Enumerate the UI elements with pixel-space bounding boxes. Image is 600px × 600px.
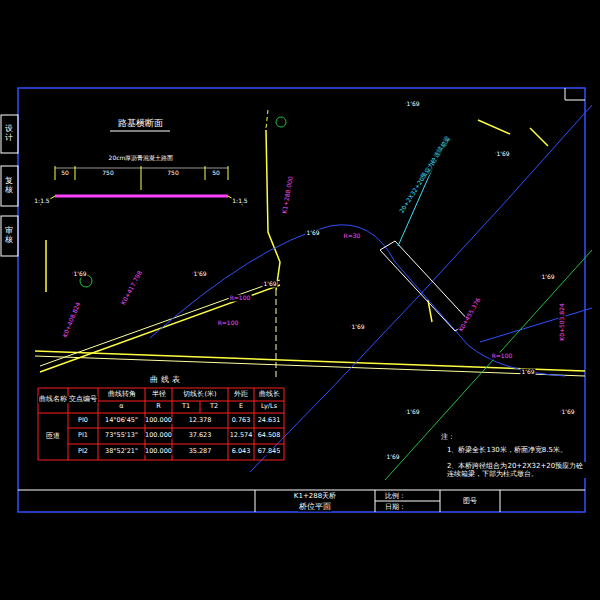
sheet-label: 1'69 <box>72 271 87 278</box>
sheet-label: 1:1.5 <box>231 198 248 205</box>
sheet-label: R=100 <box>491 353 514 360</box>
sheet-label: T1 <box>181 403 191 410</box>
sheet-label: K0+408.824 <box>61 300 82 339</box>
sheet-label: 750 <box>101 170 114 177</box>
sheet-label: 1:1.5 <box>33 198 50 205</box>
sheet-label: 1'69 <box>560 409 575 416</box>
sheet-label: E <box>238 403 244 410</box>
sheet-label: T2 <box>209 403 219 410</box>
sheet-label: 1'69 <box>405 101 420 108</box>
sheet-label: PI2 <box>77 448 89 455</box>
drawing-title: 桥位平面 <box>298 502 332 511</box>
sheet-label: R=100 <box>229 295 252 302</box>
sheet-label: PI0 <box>77 417 89 424</box>
sheet-label: 50 <box>211 170 221 177</box>
sheet-label: 注： <box>440 433 456 441</box>
sheet-label: 1'69 <box>350 324 365 331</box>
sheet-label: K1+288天桥 <box>293 492 337 500</box>
sheet-label: 14°06'45" <box>104 417 139 424</box>
sheet-label: 比例： <box>384 492 407 500</box>
sheet-label: 24.631 <box>257 417 282 424</box>
sheet-label: 0.763 <box>231 417 252 424</box>
sheet-label: 路基横断面 <box>117 118 164 128</box>
sheet-label: 750 <box>166 170 179 177</box>
sheet-label: PI1 <box>77 432 89 439</box>
sheet-label: 半径 <box>151 391 167 398</box>
sheet-label: 38°52'21" <box>104 448 139 455</box>
sheet-label: 日期： <box>384 503 407 511</box>
sheet-label: 图号 <box>462 497 478 505</box>
sheet-label: K1+288.000 <box>281 175 295 215</box>
sheet-label: 1'69 <box>520 369 535 376</box>
sheet-label: 1'69 <box>405 409 420 416</box>
sheet-label: 外距 <box>233 391 249 398</box>
sheet-label: 20cm厚沥青混凝土路面 <box>108 155 175 162</box>
sheet-label: 100.000 <box>144 448 173 455</box>
sheet-label: 1'69 <box>192 271 207 278</box>
sheet-label: 切线长(米) <box>182 391 217 398</box>
sheet-label: 37.623 <box>188 432 213 439</box>
sheet-label: 1'69 <box>385 454 400 461</box>
sheet-label: 审核 <box>4 227 14 245</box>
sheet-label: 1'69 <box>305 230 320 237</box>
sheet-label: 2、本桥跨径组合为20+2X32+20预应力砼连续箱梁，下部为柱式墩台。 <box>446 462 586 478</box>
sheet-label: 曲线转角 <box>107 391 137 398</box>
sheet-label: 20+2X32+20预应力砼连续箱梁 <box>398 135 452 216</box>
sheet-label: 1'69 <box>540 274 555 281</box>
sheet-label: 1、桥梁全长130米，桥面净宽8.5米。 <box>446 446 568 454</box>
sheet-label: K0+455.376 <box>457 296 483 334</box>
sheet-label: 100.000 <box>144 417 173 424</box>
sheet-label: Ly/Ls <box>260 403 278 410</box>
sheet-label: 35.287 <box>188 448 213 455</box>
sheet-label: 曲线长 <box>258 391 281 398</box>
sheet-label: 100.000 <box>144 432 173 439</box>
sheet-label: K0+503.824 <box>559 302 566 342</box>
sheet-label: 复核 <box>4 177 14 195</box>
sheet-label: 设计 <box>4 125 14 143</box>
sheet-label: K0+417.798 <box>120 269 145 307</box>
sheet-label: 交点编号 <box>68 396 98 403</box>
sheet-label: 1'69 <box>495 151 510 158</box>
sheet-label: 曲 线 表 <box>149 375 180 384</box>
sheet-label: R=100 <box>217 320 240 327</box>
sheet-label: 12.574 <box>229 432 254 439</box>
sheet-label: R <box>155 403 162 410</box>
sheet-label: 曲线名称 <box>38 396 68 403</box>
sheet-label: 50 <box>60 170 70 177</box>
sheet-label: 64.508 <box>257 432 282 439</box>
sheet-label: 匝道 <box>45 432 61 440</box>
sheet-label: 6.043 <box>231 448 252 455</box>
sheet-label: 67.845 <box>257 448 282 455</box>
sheet-label: α <box>118 403 124 410</box>
sheet-label: 73°55'13" <box>104 432 139 439</box>
sheet-label: 12.378 <box>188 417 213 424</box>
sheet-label: 1'69 <box>262 281 277 288</box>
sheet-label: R=30 <box>343 233 362 240</box>
